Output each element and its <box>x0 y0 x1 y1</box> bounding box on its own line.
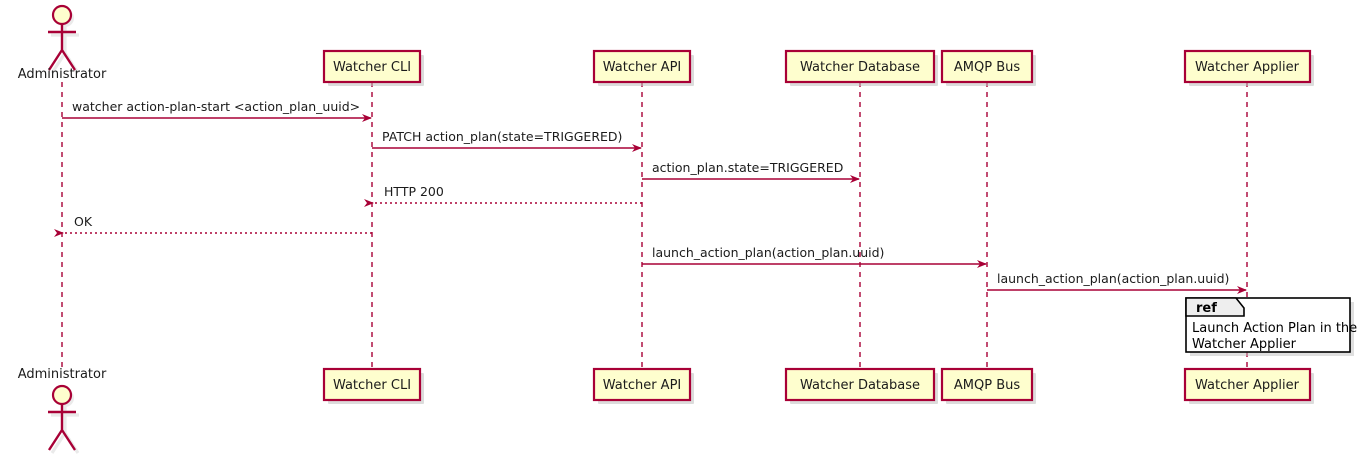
actor-body-icon <box>47 404 77 451</box>
ref-tab-shape <box>1185 297 1245 317</box>
actor-head-icon <box>51 4 73 26</box>
participant-rect-watcher-applier <box>1183 49 1312 84</box>
message-5[interactable]: OK <box>54 214 372 237</box>
participant-label-watcher-database: Watcher Database <box>800 60 920 75</box>
ref-body-line-1: Watcher Applier <box>1192 337 1297 352</box>
messages-group: watcher action-plan-start <action_plan_u… <box>54 99 1247 294</box>
participant-box-watcher-api[interactable]: Watcher API <box>592 49 694 86</box>
participant-label-watcher-api: Watcher API <box>603 60 682 75</box>
actor-label-top-administrator: Administrator <box>18 67 107 82</box>
participant-rect-watcher-api <box>592 367 692 402</box>
actor-shadow-body <box>50 407 80 454</box>
participant-rect-watcher-database <box>784 367 936 402</box>
participant-label-amqp-bus: AMQP Bus <box>954 378 1020 393</box>
message-3[interactable]: action_plan.state=TRIGGERED <box>642 160 860 183</box>
message-label-3: action_plan.state=TRIGGERED <box>652 160 843 175</box>
participant-box-watcher-applier[interactable]: Watcher Applier <box>1183 367 1314 404</box>
participant-label-watcher-cli: Watcher CLI <box>333 60 411 75</box>
participant-label-watcher-applier: Watcher Applier <box>1195 60 1300 75</box>
participant-rect-watcher-database <box>784 49 936 84</box>
actors-group: Administrator <box>18 4 107 82</box>
participant-rect-amqp-bus <box>940 367 1034 402</box>
participant-rect-watcher-cli <box>322 49 422 84</box>
participant-box-watcher-applier[interactable]: Watcher Applier <box>1183 49 1314 86</box>
participant-box-watcher-database[interactable]: Watcher Database <box>784 367 938 404</box>
participant-box-amqp-bus[interactable]: AMQP Bus <box>940 367 1036 404</box>
actor-administrator-bottom[interactable] <box>47 384 80 454</box>
participant-rect-watcher-applier <box>1183 367 1312 402</box>
actors-group-bottom: Administrator <box>18 367 107 454</box>
participant-box-watcher-database[interactable]: Watcher Database <box>784 49 938 86</box>
participant-box-watcher-cli[interactable]: Watcher CLI <box>322 367 424 404</box>
message-6[interactable]: launch_action_plan(action_plan.uuid) <box>642 245 987 268</box>
message-4[interactable]: HTTP 200 <box>364 184 642 207</box>
participant-label-amqp-bus: AMQP Bus <box>954 60 1020 75</box>
actor-body-icon <box>47 24 77 71</box>
message-label-2: PATCH action_plan(state=TRIGGERED) <box>382 129 622 144</box>
participant-label-watcher-cli: Watcher CLI <box>333 378 411 393</box>
message-2[interactable]: PATCH action_plan(state=TRIGGERED) <box>372 129 642 152</box>
participant-box-watcher-cli[interactable]: Watcher CLI <box>322 49 424 86</box>
participant-box-watcher-api[interactable]: Watcher API <box>592 367 694 404</box>
participant-label-watcher-database: Watcher Database <box>800 378 920 393</box>
participant-label-watcher-api: Watcher API <box>603 378 682 393</box>
message-7[interactable]: launch_action_plan(action_plan.uuid) <box>987 271 1247 294</box>
participant-rect-watcher-api <box>592 49 692 84</box>
participant-rect-amqp-bus <box>940 49 1034 84</box>
message-label-6: launch_action_plan(action_plan.uuid) <box>652 245 884 260</box>
message-label-5: OK <box>74 214 93 229</box>
participant-boxes-bottom: Watcher CLI Watcher API Watcher Database AM… <box>322 367 1314 404</box>
actor-label-bottom-administrator: Administrator <box>18 367 107 382</box>
participant-label-watcher-applier: Watcher Applier <box>1195 378 1300 393</box>
participant-boxes-top: Watcher CLI Watcher API Watcher Database AM… <box>322 49 1314 86</box>
actor-head-icon <box>51 384 73 406</box>
lifelines-group <box>61 82 1248 369</box>
participant-rect-watcher-cli <box>322 367 422 402</box>
participant-box-amqp-bus[interactable]: AMQP Bus <box>940 49 1036 86</box>
actor-shadow-body <box>50 27 80 74</box>
message-1[interactable]: watcher action-plan-start <action_plan_u… <box>62 99 372 122</box>
actor-administrator-top[interactable] <box>47 4 80 74</box>
ref-tab-label: ref <box>1196 301 1217 316</box>
message-label-4: HTTP 200 <box>384 184 444 199</box>
message-label-1: watcher action-plan-start <action_plan_u… <box>72 99 360 114</box>
ref-body-line-0: Launch Action Plan in the <box>1192 321 1357 336</box>
message-label-7: launch_action_plan(action_plan.uuid) <box>997 271 1229 286</box>
